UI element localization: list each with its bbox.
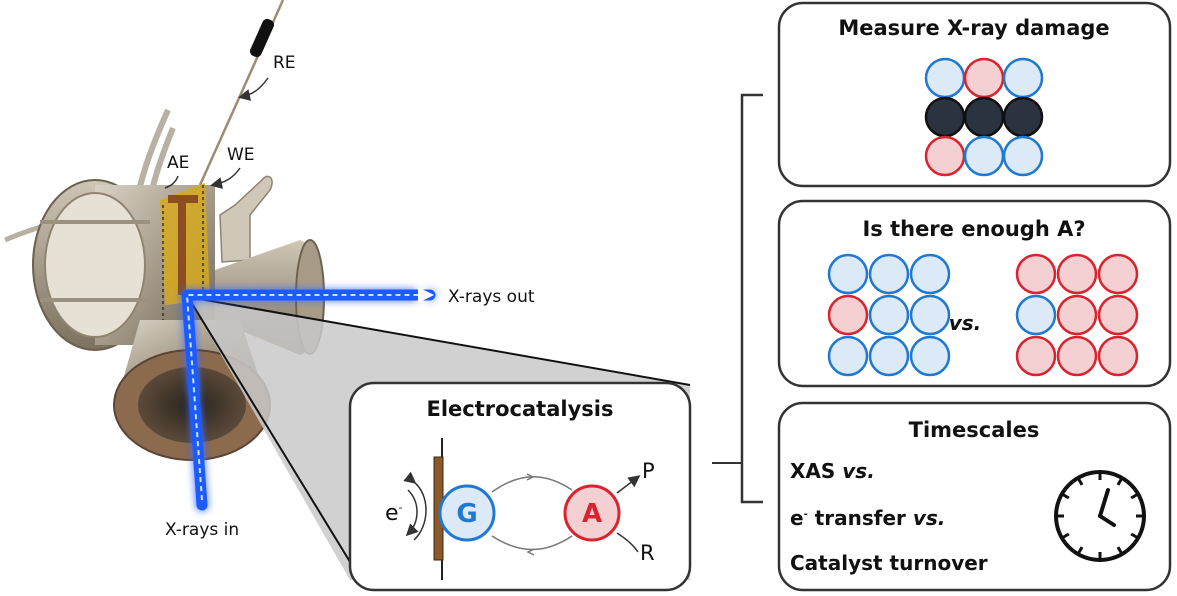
zoom-cone-edge-bottom (187, 296, 356, 571)
molecule-red (1097, 253, 1139, 295)
molecule-blue (868, 294, 910, 336)
molecule-blue (827, 253, 869, 295)
arrow-to-product (616, 475, 641, 494)
molecule-red (1097, 294, 1139, 336)
arrow-re (238, 77, 269, 101)
molecule-red (1056, 294, 1098, 336)
timescale-electron-transfer: e- transfer vs. (790, 506, 945, 530)
label-working-electrode: WE (227, 145, 255, 165)
species-a-circle (563, 484, 621, 542)
species-g-label: G (456, 499, 477, 529)
molecule-red (963, 57, 1005, 99)
electron-arc-inner (405, 489, 419, 537)
clock-tick (1116, 477, 1124, 486)
molecule-blue (1015, 294, 1057, 336)
arrow-ae (164, 175, 179, 189)
molecule-blue (868, 253, 910, 295)
molecule-blue (1002, 57, 1044, 99)
arrow-we (210, 167, 241, 189)
label-reference-electrode: RE (273, 53, 296, 73)
molecule-red (1015, 253, 1057, 295)
panel-title: Electrocatalysis (427, 397, 614, 421)
clock-tick (1130, 532, 1139, 540)
clock-tick (1076, 477, 1084, 486)
molecule-blue (1002, 135, 1044, 177)
molecule-blue (909, 253, 951, 295)
molecule-red (1097, 335, 1139, 377)
molecule-blue (909, 335, 951, 377)
molecule-blue (924, 57, 966, 99)
product-label: P (642, 459, 655, 483)
xray-beam-in (181, 287, 436, 511)
cell-window (44, 192, 146, 338)
auxiliary-electrode-strip (178, 195, 186, 295)
elbow-port (219, 175, 273, 263)
panel-title: Measure X-ray damage (838, 16, 1109, 40)
cycle-arrowhead-bottom (526, 548, 535, 556)
clock-tick (1061, 492, 1070, 500)
molecule-blue (909, 294, 951, 336)
timescale-xas: XAS vs. (790, 459, 875, 483)
label-xrays-in: X-rays in (165, 520, 239, 540)
label-xrays-out: X-rays out (448, 287, 535, 307)
molecule-grid (924, 57, 1044, 177)
molecule-grid-right (1015, 253, 1139, 377)
vs-label: vs. (949, 311, 982, 335)
panel-title: Timescales (909, 418, 1040, 442)
clock-minute-hand (1098, 488, 1110, 518)
reactant-label: R (640, 541, 655, 565)
auxiliary-electrode-top (168, 195, 198, 203)
arrow-from-reactant (616, 532, 639, 553)
molecule-blue (963, 135, 1005, 177)
electron-symbol: e- (385, 501, 403, 526)
bracket (740, 93, 763, 504)
reference-electrode-body (249, 18, 275, 58)
clock-icon (1054, 470, 1146, 562)
molecule-red (1056, 335, 1098, 377)
molecule-red (1056, 253, 1098, 295)
zoom-cone-edge-top (187, 296, 691, 386)
electrocatalysis-panel: Electrocatalysis e- G A P R (348, 381, 692, 592)
timescale-catalyst-turnover: Catalyst turnover (790, 551, 988, 575)
species-g-circle (438, 484, 496, 542)
clock-tick (1130, 492, 1139, 500)
molecule-red (1015, 335, 1057, 377)
molecule-red (827, 294, 869, 336)
molecule-grid-left (827, 253, 951, 377)
molecule-blue (868, 335, 910, 377)
molecule-red (924, 135, 966, 177)
molecule-blue (827, 335, 869, 377)
xray-damage-panel: Measure X-ray damage (777, 1, 1172, 188)
timescales-panel: Timescales XAS vs. e- transfer vs. Catal… (777, 401, 1172, 592)
enough-a-panel: Is there enough A? vs. (777, 199, 1172, 388)
panel-title: Is there enough A? (862, 217, 1085, 241)
clock-hour-hand (1098, 514, 1116, 527)
clock-tick (1061, 532, 1070, 540)
cycle-arrowhead-top (526, 473, 535, 481)
clock-tick (1116, 546, 1124, 555)
label-auxiliary-electrode: AE (167, 153, 189, 173)
clock-tick (1076, 546, 1084, 555)
species-a-label: A (582, 499, 602, 529)
